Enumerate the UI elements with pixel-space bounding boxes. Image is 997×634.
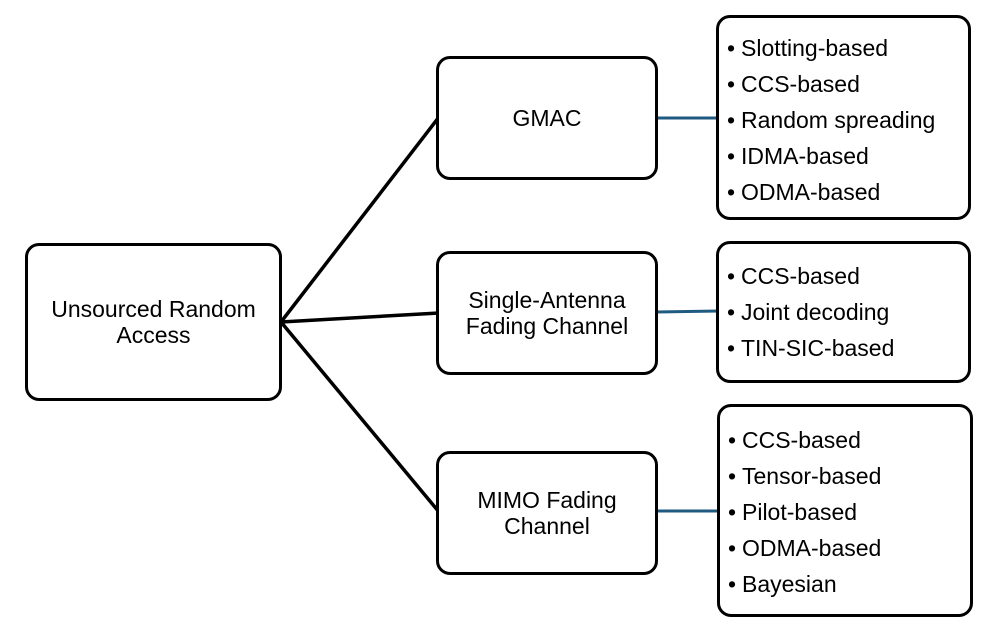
root-to-single-antenna-connector xyxy=(280,311,440,324)
list-item-text: Joint decoding xyxy=(741,299,890,325)
list-item: •CCS-based xyxy=(728,427,861,453)
list-item: •Slotting-based xyxy=(727,35,889,61)
list-item-text: ODMA-based xyxy=(742,535,882,561)
root-to-gmac-connector xyxy=(279,115,441,324)
branch-node-label-line-1: MIMO Fading xyxy=(477,487,617,513)
gmac-methods-list-box: •Slotting-based •CCS-based •Random sprea… xyxy=(716,15,971,220)
branch-node-gmac: GMAC xyxy=(436,56,658,180)
list-item: •CCS-based xyxy=(727,71,860,97)
list-item-text: Slotting-based xyxy=(741,35,889,61)
root-node-label-line-1: Unsourced Random xyxy=(51,296,256,322)
branch-node-label-line-2: Fading Channel xyxy=(465,313,629,339)
list-item-text: IDMA-based xyxy=(741,143,869,169)
single-antenna-methods-list-box: •CCS-based •Joint decoding •TIN-SIC-base… xyxy=(716,241,971,383)
list-item-text: ODMA-based xyxy=(741,179,881,205)
list-item: •CCS-based xyxy=(727,263,860,289)
list-item-text: CCS-based xyxy=(741,71,860,97)
root-node-unsourced-random-access: Unsourced Random Access xyxy=(25,243,282,401)
list-item: •TIN-SIC-based xyxy=(727,335,895,361)
single-antenna-to-list-connector xyxy=(655,309,720,314)
list-item: •IDMA-based xyxy=(727,143,869,169)
branch-node-label: GMAC xyxy=(512,105,582,131)
list-item: •Joint decoding xyxy=(727,299,890,325)
list-item-text: Random spreading xyxy=(741,107,936,133)
mimo-methods-list-box: •CCS-based •Tensor-based •Pilot-based •O… xyxy=(717,404,973,617)
list-item-text: CCS-based xyxy=(742,427,861,453)
list-item-text: CCS-based xyxy=(741,263,860,289)
root-node-label-line-2: Access xyxy=(116,322,191,348)
gmac-methods-list: •Slotting-based •CCS-based •Random sprea… xyxy=(727,30,968,210)
single-antenna-methods-list: •CCS-based •Joint decoding •TIN-SIC-base… xyxy=(727,258,968,366)
list-item: •Random spreading xyxy=(727,107,936,133)
list-item-text: TIN-SIC-based xyxy=(741,335,895,361)
list-item: •ODMA-based xyxy=(728,535,882,561)
list-item: •Pilot-based xyxy=(728,499,858,525)
branch-node-mimo-fading-channel: MIMO Fading Channel xyxy=(436,451,658,575)
mimo-methods-list: •CCS-based •Tensor-based •Pilot-based •O… xyxy=(728,422,970,602)
list-item-text: Tensor-based xyxy=(742,463,882,489)
list-item-text: Pilot-based xyxy=(742,499,858,525)
list-item: •Tensor-based xyxy=(728,463,882,489)
root-to-mimo-connector xyxy=(279,320,441,514)
list-item: •Bayesian xyxy=(728,571,837,597)
list-item-text: Bayesian xyxy=(742,571,837,597)
branch-node-single-antenna-fading-channel: Single-Antenna Fading Channel xyxy=(436,251,658,375)
branch-node-label-line-1: Single-Antenna xyxy=(468,287,626,313)
list-item: •ODMA-based xyxy=(727,179,881,205)
branch-node-label-line-2: Channel xyxy=(504,513,590,539)
